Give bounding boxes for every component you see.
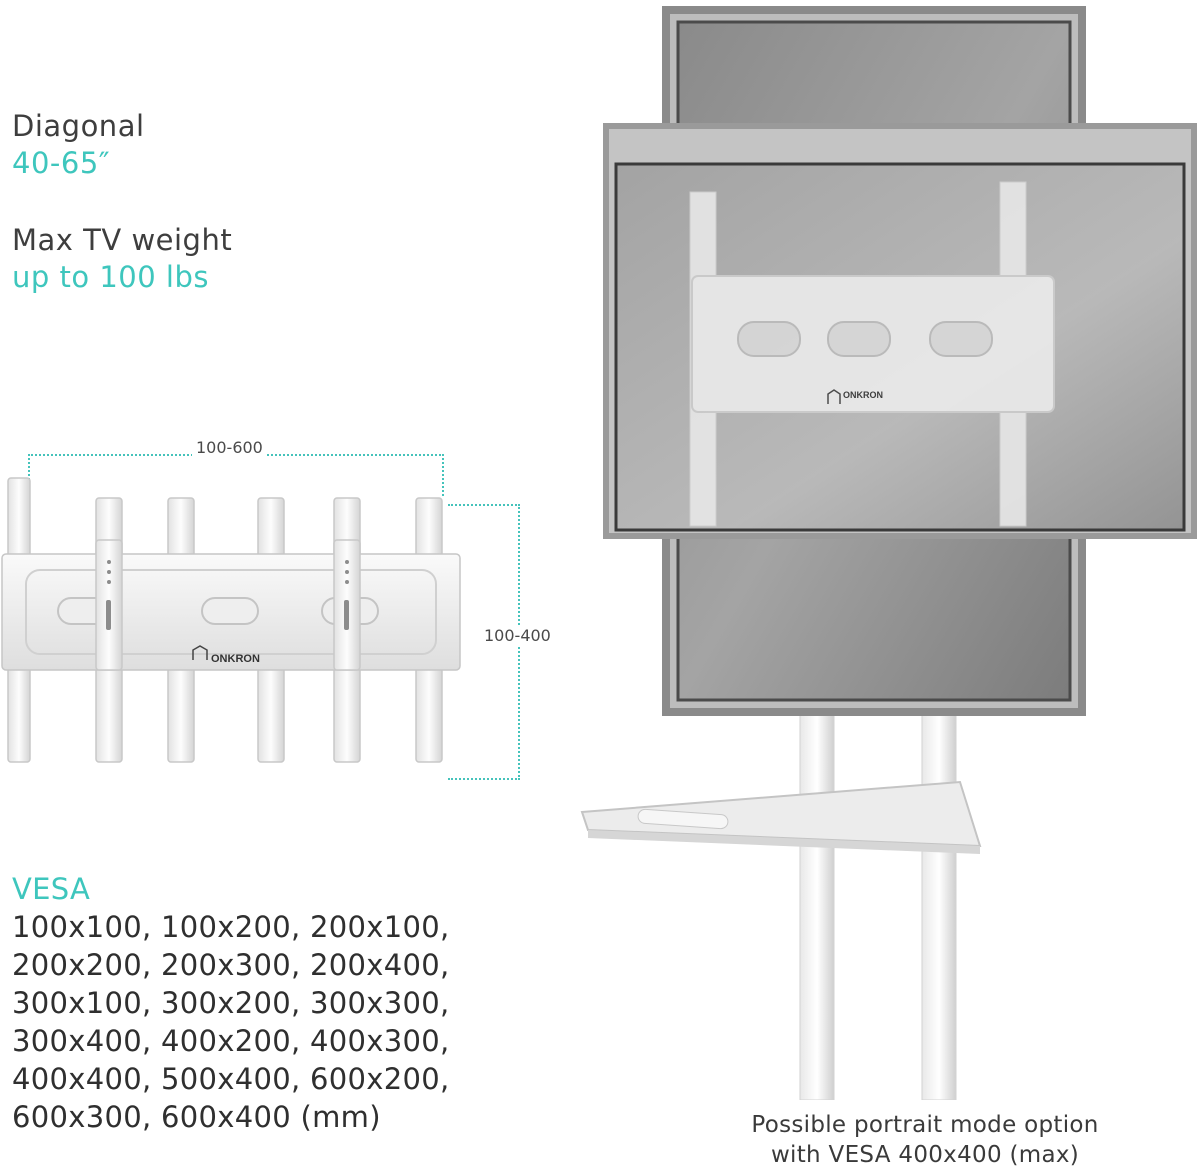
portrait-mode-caption: Possible portrait mode option with VESA …: [700, 1110, 1150, 1170]
wall-bracket-illustration: ONKRON: [1, 477, 461, 763]
onkron-logo-icon: [192, 645, 208, 660]
caption-line-1: Possible portrait mode option: [751, 1112, 1099, 1138]
vesa-line: 300x100, 300x200, 300x300,: [12, 986, 450, 1020]
media-shelf: [580, 780, 982, 854]
vesa-line: 200x200, 200x300, 200x400,: [12, 948, 450, 982]
weight-label: Max TV weight: [12, 223, 233, 257]
vesa-line: 400x400, 500x400, 600x200,: [12, 1062, 450, 1096]
vesa-line: 600x300, 600x400 (mm): [12, 1100, 381, 1134]
vesa-line: 100x100, 100x200, 200x100,: [12, 910, 450, 944]
weight-spec: Max TV weight up to 100 lbs: [12, 222, 232, 296]
tv-mount: ONKRON: [689, 181, 1055, 527]
diagonal-label: Diagonal: [12, 109, 145, 143]
horizontal-dimension-label: 100-600: [192, 438, 267, 457]
vesa-list: VESA 100x100, 100x200, 200x100, 200x200,…: [12, 870, 450, 1136]
vesa-title: VESA: [12, 872, 91, 906]
tv-mount-logo-text: ONKRON: [843, 390, 883, 400]
diagonal-value: 40-65″: [12, 146, 111, 180]
diagonal-spec: Diagonal 40-65″: [12, 108, 145, 182]
vertical-dimension-label: 100-400: [480, 626, 555, 645]
weight-value: up to 100 lbs: [12, 260, 209, 294]
caption-line-2: with VESA 400x400 (max): [770, 1142, 1080, 1168]
tv-stand-illustration: ONKRON: [580, 6, 1197, 1100]
bracket-logo-text: ONKRON: [211, 653, 260, 665]
vesa-line: 300x400, 400x200, 400x300,: [12, 1024, 450, 1058]
